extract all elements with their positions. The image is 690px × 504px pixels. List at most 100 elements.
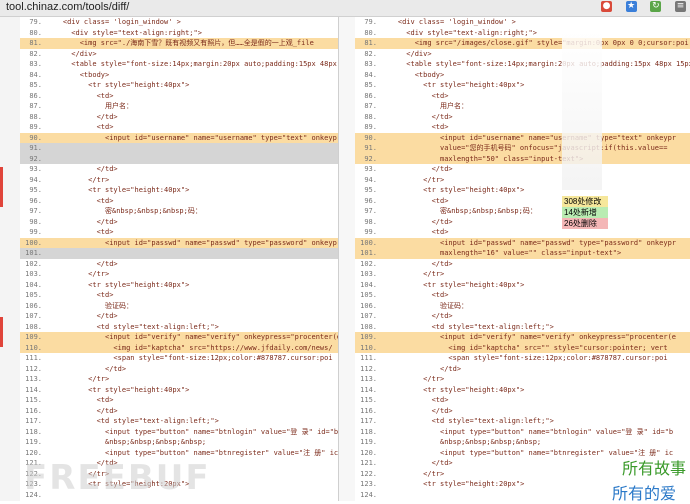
line-number: 101. [25,249,42,257]
diff-line: 108. <td style="text-align:left;"> [355,322,690,333]
line-code: <td> [381,396,449,404]
line-number: 98. [29,217,42,226]
line-number: 117. [25,417,42,425]
line-number: 84. [364,70,377,79]
line-code: <table style="font-size:14px;margin:20px… [381,60,690,68]
diff-line: 92. [20,153,338,164]
line-code: <td> [381,228,449,236]
diff-line: 124. [355,490,690,501]
line-code: </td> [381,312,453,320]
line-number: 99. [29,228,42,236]
line-number: 89. [29,123,42,131]
diff-left-pane[interactable]: 79. <div class= 'login_window' >80. <div… [20,17,339,501]
diff-line: 99. <td> [20,227,338,238]
line-number: 89. [364,123,377,131]
diff-line: 100. <input id="passwd" name="passwd" ty… [20,237,338,248]
line-number: 107. [25,312,42,320]
diff-line: 114. <tr style="height:40px"> [20,385,338,396]
line-code: 验证码： [46,301,134,310]
line-number: 79. [364,18,377,26]
line-number: 95. [364,186,377,194]
diff-line: 111. <span style="font-size:12px;color:#… [20,353,338,364]
diff-line: 95. <tr style="height:40px"> [20,185,338,196]
line-code: <div style="text-align:right;"> [46,28,202,37]
diff-line: 80. <div style="text-align:right;"> [20,28,338,39]
diff-line: 82. </div> [355,49,690,60]
line-number: 122. [25,469,42,478]
line-number: 123. [360,480,377,488]
line-code: <div style="text-align:right;"> [381,28,537,37]
diff-line: 91. value="您的手机号码" onfocus="javascript:i… [355,143,690,154]
line-number: 91. [364,144,377,152]
diff-line: 116. </td> [20,406,338,417]
diff-line: 97. 密&nbsp;&nbsp;&nbsp;码： [355,206,690,217]
line-number: 114. [25,385,42,394]
sync-icon[interactable]: ↻ [650,1,662,12]
line-code: </td> [46,165,118,173]
line-number: 121. [360,459,377,467]
diff-line: 115. <td> [20,395,338,406]
line-code: <td> [381,196,449,205]
diff-line: 102. </td> [20,259,338,270]
line-code: </td> [46,259,118,268]
bookmark-icon[interactable]: ★ [625,1,637,12]
line-code: </td> [381,459,453,467]
line-number: 113. [25,375,42,383]
line-number: 94. [364,175,377,184]
line-code: <td> [381,291,449,299]
line-code: </td> [46,364,127,373]
line-code: </tr> [46,469,110,478]
line-number: 88. [29,112,42,121]
line-code: </td> [46,112,118,121]
diff-line: 110. <img id="kaptcha" src="https://www.… [20,342,338,353]
line-code: </tr> [381,175,445,184]
extension-icon[interactable]: ● [601,1,613,12]
diff-right-pane[interactable]: 79. <div class= 'login_window' >80. <div… [355,17,690,501]
line-number: 105. [360,291,377,299]
line-code: <tr style="height:40px"> [46,81,190,89]
line-code: maxlength="16" value="" class="input-tex… [381,249,622,257]
left-edge-marker [0,317,3,347]
diff-line: 101. maxlength="16" value="" class="inpu… [355,248,690,259]
line-code: </tr> [381,270,445,278]
line-number: 111. [25,354,42,362]
diff-line: 103. </tr> [20,269,338,280]
line-number: 97. [29,207,42,215]
line-number: 108. [25,322,42,331]
line-code: <tr style="height:40px"> [381,81,525,89]
line-number: 110. [360,343,377,352]
address-bar[interactable]: tool.chinaz.com/tools/diff/ [6,1,130,13]
diff-line: 84. <tbody> [355,70,690,81]
line-code: 密&nbsp;&nbsp;&nbsp;码： [381,207,537,215]
diff-line: 83. <table style="font-size:14px;margin:… [20,59,338,70]
line-number: 82. [364,49,377,58]
diff-line: 113. </tr> [20,374,338,385]
diff-line: 93. </td> [355,164,690,175]
diff-line: 121. </td> [355,458,690,469]
line-number: 88. [364,112,377,121]
line-code: </tr> [381,469,445,478]
diff-line: 88. </td> [20,112,338,123]
line-number: 118. [360,427,377,436]
line-code: 验证码： [381,301,469,310]
line-number: 105. [25,291,42,299]
diff-line: 106. 验证码： [355,301,690,312]
line-code: <tr style="height:40px"> [46,280,190,289]
diff-summary-item: 26处删除 [562,218,608,229]
line-number: 103. [25,270,42,278]
line-number: 85. [364,81,377,89]
diff-line: 118. <input type="button" name="btnlogin… [355,427,690,438]
line-number: 87. [29,102,42,110]
line-number: 109. [25,333,42,341]
line-code: <tr style="height:40px"> [381,385,525,394]
menu-icon[interactable]: ≡ [675,1,686,12]
left-edge-marker [0,167,3,207]
line-code: <td> [46,228,114,236]
diff-line: 86. <td> [20,91,338,102]
diff-line: 119. &nbsp;&nbsp;&nbsp;&nbsp; [355,437,690,448]
line-number: 100. [25,238,42,247]
line-code: <tr style="height:40px"> [381,186,525,194]
line-number: 102. [25,259,42,268]
diff-line: 99. <td> [355,227,690,238]
diff-line: 112. </td> [355,364,690,375]
